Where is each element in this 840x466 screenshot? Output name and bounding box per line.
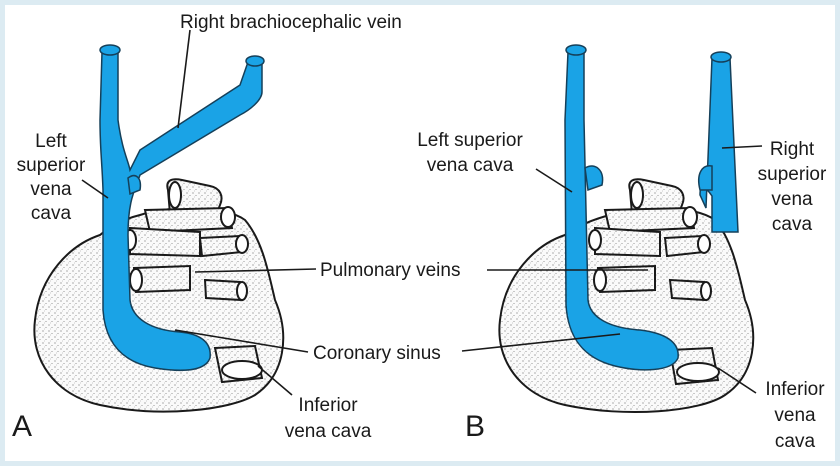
label-left-svc-b-2: vena cava bbox=[427, 155, 514, 176]
pulm-vein-b-end-4 bbox=[593, 268, 607, 292]
diagram-svg: Right brachiocephalic vein Left superior… bbox=[12, 12, 827, 452]
left-svc-a-top bbox=[99, 44, 121, 56]
panel-label-b: B bbox=[465, 410, 485, 443]
pulm-vein-b-end-3 bbox=[697, 234, 711, 254]
label-right-svc-1: Right bbox=[770, 139, 815, 160]
pulm-vein-b-end-2 bbox=[588, 229, 602, 251]
leader-ivc-a bbox=[257, 365, 293, 396]
right-svc-vein-b bbox=[699, 57, 739, 233]
panel-a: Right brachiocephalic vein Left superior… bbox=[12, 12, 460, 443]
aorta-a-end bbox=[168, 181, 182, 209]
label-coronary-sinus: Coronary sinus bbox=[313, 343, 441, 364]
leader-ivc-b bbox=[717, 367, 757, 394]
label-right-brachiocephalic: Right brachiocephalic vein bbox=[180, 12, 402, 33]
ivc-b-end bbox=[676, 362, 720, 382]
pulm-vein-a-end-4 bbox=[129, 268, 143, 292]
pulm-vein-b-upper bbox=[594, 226, 661, 258]
label-left-svc-b-1: Left superior bbox=[417, 130, 523, 151]
label-left-svc-a-4: cava bbox=[31, 203, 72, 224]
label-pulmonary-veins: Pulmonary veins bbox=[320, 260, 460, 281]
leader-left-svc-b bbox=[535, 168, 573, 193]
left-svc-a-stub bbox=[127, 174, 142, 196]
pulm-vein-b-end-1 bbox=[682, 206, 698, 228]
label-right-svc-3: vena bbox=[771, 189, 813, 210]
panel-b: Left superior vena cava Right superior v… bbox=[417, 44, 827, 452]
label-right-svc-2: superior bbox=[758, 164, 827, 185]
leader-pulmonary-a bbox=[194, 268, 317, 273]
brachiocephalic-a-top bbox=[245, 55, 265, 67]
pulm-vein-a-end-1 bbox=[220, 206, 236, 228]
pulm-vein-b-end-5 bbox=[700, 281, 712, 301]
pulm-trunk-b bbox=[603, 206, 696, 234]
left-svc-b-top bbox=[565, 44, 587, 56]
aorta-b-end bbox=[630, 181, 644, 209]
label-left-svc-a-1: Left bbox=[35, 131, 67, 152]
leader-right-brachiocephalic bbox=[177, 29, 191, 129]
pulm-vein-a-end-3 bbox=[235, 234, 249, 254]
right-svc-b-top bbox=[710, 51, 732, 63]
leader-coronary-a bbox=[174, 329, 309, 353]
leader-coronary-b bbox=[461, 333, 621, 352]
label-ivc-b-1: Inferior bbox=[765, 379, 825, 400]
label-ivc-a-2: vena cava bbox=[285, 421, 372, 442]
figure: Right brachiocephalic vein Left superior… bbox=[5, 5, 835, 461]
label-left-svc-a-3: vena bbox=[30, 179, 72, 200]
right-svc-b-stub bbox=[698, 165, 713, 191]
leader-left-svc-a bbox=[81, 179, 109, 199]
label-ivc-a-1: Inferior bbox=[298, 395, 358, 416]
label-ivc-b-2: vena bbox=[774, 405, 816, 426]
label-right-svc-4: cava bbox=[772, 214, 813, 235]
pulm-vein-a-end-5 bbox=[236, 281, 248, 301]
leader-right-svc bbox=[721, 145, 763, 149]
pulm-vein-a-upper bbox=[129, 226, 201, 258]
panel-label-a: A bbox=[12, 410, 32, 443]
label-ivc-b-3: cava bbox=[775, 431, 816, 452]
pulm-trunk-a bbox=[143, 206, 234, 234]
left-svc-b-stub bbox=[584, 165, 604, 192]
label-left-svc-a-2: superior bbox=[17, 155, 86, 176]
ivc-a-end bbox=[221, 360, 263, 380]
